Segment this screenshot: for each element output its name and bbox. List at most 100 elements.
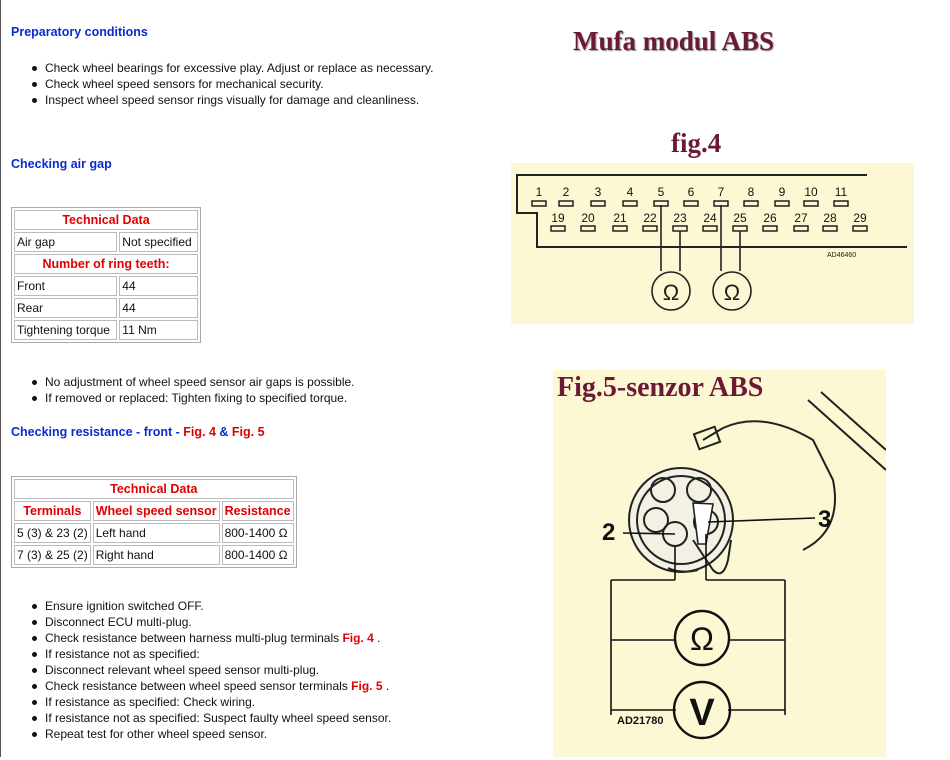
fig4-link[interactable]: Fig. 4 (183, 425, 216, 439)
pin-terminal (793, 225, 809, 232)
table-cell: 5 (3) & 23 (2) (14, 523, 91, 543)
pin-label: 29 (853, 211, 867, 225)
pin-terminal (590, 200, 606, 207)
pin-label: 7 (718, 185, 725, 199)
table-row: 7 (3) & 25 (2) Right hand 800-1400 Ω (14, 545, 294, 565)
heading-checking-resistance: Checking resistance - front - Fig. 4 & F… (11, 425, 265, 439)
list-item: Disconnect relevant wheel speed sensor m… (11, 662, 391, 678)
table-cell: Not specified (119, 232, 198, 252)
pin-label: 11 (835, 185, 848, 199)
pin-terminal (580, 225, 596, 232)
list-item: Check resistance between harness multi-p… (11, 630, 391, 646)
step-text: Disconnect relevant wheel speed sensor m… (45, 663, 320, 677)
pin-terminal (550, 225, 566, 232)
heading-preparatory-conditions: Preparatory conditions (11, 25, 148, 39)
ohmmeter-circle (651, 271, 691, 311)
list-item: Ensure ignition switched OFF. (11, 598, 391, 614)
table-subheader: Number of ring teeth: (14, 254, 198, 274)
pin-label: 20 (581, 211, 595, 225)
pin-label: 4 (627, 185, 634, 199)
pin-terminal (622, 200, 638, 207)
pin-label: 25 (733, 211, 747, 225)
table-cell: Front (14, 276, 118, 296)
pin-terminal (762, 225, 778, 232)
list-item: Check wheel speed sensors for mechanical… (11, 76, 433, 92)
pin-label: 27 (794, 211, 808, 225)
pin-terminal (833, 200, 849, 207)
fig5-title: Fig.5-senzor ABS (557, 372, 764, 403)
pin-label: 5 (658, 185, 665, 199)
ohmmeter-circle (673, 609, 731, 667)
table-cell: 44 (119, 298, 198, 318)
page-left-border (0, 0, 1, 757)
heading-text: Checking resistance - front - (11, 425, 184, 439)
pin-label: 10 (804, 185, 818, 199)
fig4-code: AD46460 (827, 252, 856, 259)
table-cell: Right hand (92, 545, 220, 565)
fig5-label-2: 2 (602, 519, 615, 546)
list-item: No adjustment of wheel speed sensor air … (11, 374, 355, 390)
column-header-resistance: Resistance (221, 501, 294, 521)
table-header: Technical Data (14, 210, 198, 230)
pin-label: 26 (763, 211, 777, 225)
pin-terminal (612, 225, 628, 232)
step-tail: . (373, 631, 381, 645)
list-item: Repeat test for other wheel speed sensor… (11, 726, 391, 742)
pin-terminal (732, 225, 748, 232)
pin-terminal (531, 200, 547, 207)
pin-terminal (558, 200, 574, 207)
column-header-sensor: Wheel speed sensor (92, 501, 220, 521)
table-row: 5 (3) & 23 (2) Left hand 800-1400 Ω (14, 523, 294, 543)
table-row: Front 44 (14, 276, 198, 296)
technical-data-table-resistance: Technical Data Terminals Wheel speed sen… (11, 476, 297, 568)
table-row: Rear 44 (14, 298, 198, 318)
fig5-sensor-diagram: 2 3 Ω V AD21780 (553, 370, 887, 757)
list-item: Disconnect ECU multi-plug. (11, 614, 391, 630)
technical-data-table-airgap: Technical Data Air gap Not specified Num… (11, 207, 201, 343)
list-item: If resistance not as specified: Suspect … (11, 710, 391, 726)
table-cell: 800-1400 Ω (221, 523, 294, 543)
pin-label: 19 (551, 211, 565, 225)
pin-label: 1 (536, 185, 543, 199)
list-item: Check resistance between wheel speed sen… (11, 678, 391, 694)
fig5-link[interactable]: Fig. 5 (231, 425, 265, 439)
airgap-notes-list: No adjustment of wheel speed sensor air … (11, 374, 355, 406)
step-tail: . (382, 679, 390, 693)
ohmmeter-circle (712, 271, 752, 311)
fig5-label-3: 3 (818, 506, 831, 533)
pin-label: 28 (823, 211, 837, 225)
step-text: If resistance not as specified: Suspect … (45, 711, 392, 725)
pin-terminal (672, 225, 688, 232)
pin-terminal (683, 200, 699, 207)
pin-label: 24 (703, 211, 717, 225)
pin-label: 9 (779, 185, 786, 199)
pin-terminal (743, 200, 759, 207)
column-header-terminals: Terminals (14, 501, 91, 521)
step-text: Ensure ignition switched OFF. (45, 599, 204, 613)
volt-icon: V (689, 692, 715, 734)
table-cell: Left hand (92, 523, 220, 543)
ohm-icon: Ω (690, 621, 714, 657)
heading-checking-air-gap: Checking air gap (11, 157, 112, 171)
pin-terminal (702, 225, 718, 232)
ohm-icon: Ω (724, 280, 740, 305)
pin-terminal (774, 200, 790, 207)
step-text: If resistance as specified: Check wiring… (45, 695, 256, 709)
pin-label: 21 (613, 211, 627, 225)
pin-label: 2 (563, 185, 570, 199)
list-item: If removed or replaced: Tighten fixing t… (11, 390, 355, 406)
step-text: Check resistance between wheel speed sen… (45, 679, 352, 693)
table-cell: Tightening torque (14, 320, 118, 340)
fig5-link[interactable]: Fig. 5 (351, 679, 383, 693)
pin-terminal (642, 225, 658, 232)
table-cell: 7 (3) & 25 (2) (14, 545, 91, 565)
mufa-title: Mufa modul ABS (573, 26, 775, 56)
ohm-icon: Ω (663, 280, 679, 305)
list-item: Inspect wheel speed sensor rings visuall… (11, 92, 433, 108)
pin-terminal (852, 225, 868, 232)
table-cell: 11 Nm (119, 320, 198, 340)
fig4-link[interactable]: Fig. 4 (342, 631, 374, 645)
step-text: Repeat test for other wheel speed sensor… (45, 727, 268, 741)
